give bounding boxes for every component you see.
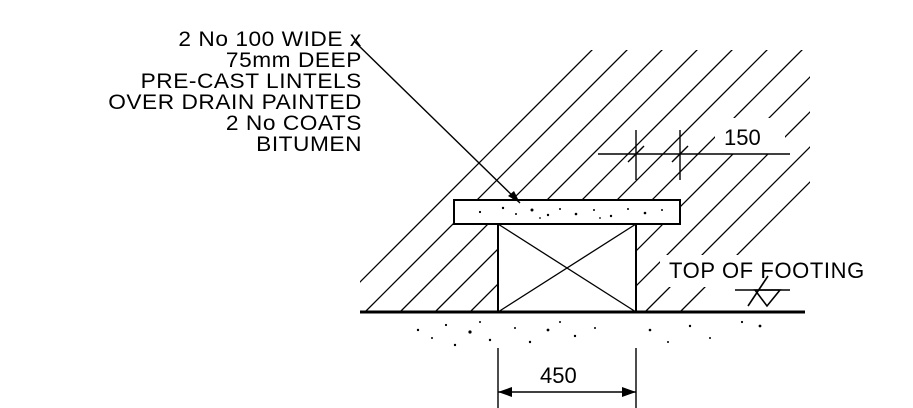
dimension-150 bbox=[598, 130, 790, 180]
note-line-5: 2 No COATS bbox=[225, 112, 362, 135]
note-line-4: OVER DRAIN PAINTED bbox=[108, 91, 362, 114]
level-tag-backing bbox=[660, 255, 912, 287]
dimension-450 bbox=[497, 348, 637, 408]
dim-label-150: 150 bbox=[724, 125, 761, 150]
note-line-6: BITUMEN bbox=[256, 133, 362, 156]
lintel-stipple bbox=[478, 206, 663, 219]
note-leader bbox=[354, 41, 521, 204]
dim-150-backing bbox=[715, 118, 785, 154]
level-marker-icon bbox=[735, 275, 790, 308]
dim-label-450: 450 bbox=[540, 363, 577, 388]
note-line-2: 75mm DEEP bbox=[226, 49, 362, 72]
note-line-3: PRE-CAST LINTELS bbox=[140, 70, 362, 93]
precast-lintel bbox=[453, 199, 681, 225]
top-of-footing-label: TOP OF FOOTING bbox=[669, 258, 865, 283]
note-line-1: 2 No 100 WIDE x bbox=[178, 28, 362, 51]
ground-stipple bbox=[416, 320, 762, 347]
